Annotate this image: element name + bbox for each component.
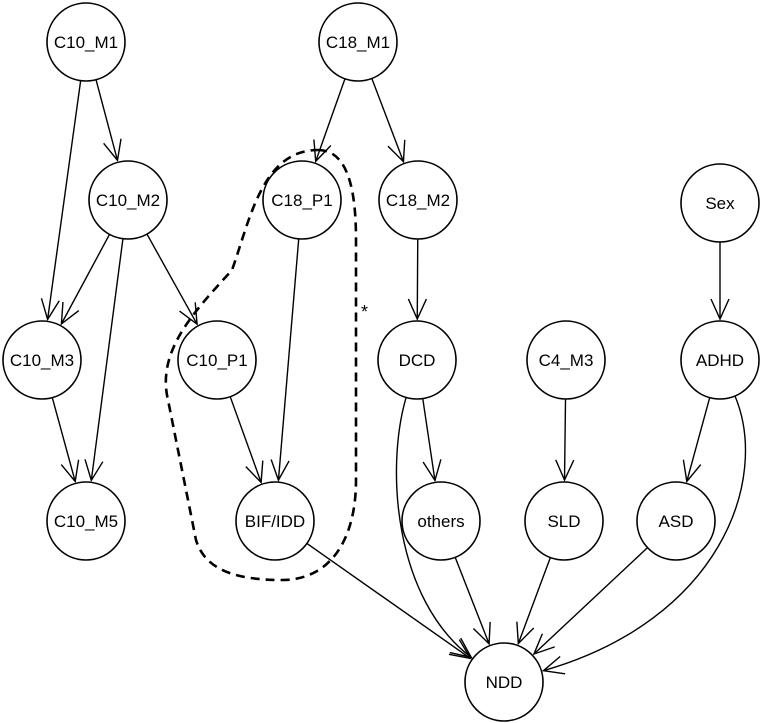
node-c4_m3-label: C4_M3 bbox=[539, 351, 594, 370]
edge-dcd-to-ndd bbox=[395, 397, 473, 659]
node-bif_idd-circle bbox=[235, 481, 315, 561]
node-adhd: ADHD bbox=[680, 320, 760, 400]
edge-c18_p1-to-bif_idd bbox=[270, 238, 300, 482]
node-sex-circle bbox=[680, 163, 760, 243]
node-c4_m3: C4_M3 bbox=[526, 320, 606, 400]
node-sex-label: Sex bbox=[705, 194, 735, 213]
edge-sex-to-adhd bbox=[710, 242, 730, 321]
node-ndd: NDD bbox=[464, 642, 544, 722]
edge-dcd-to-others bbox=[422, 398, 442, 483]
node-c10_p1-label: C10_P1 bbox=[186, 351, 247, 370]
edge-adhd-to-asd bbox=[682, 397, 711, 484]
node-c10_m1: C10_M1 bbox=[46, 2, 126, 82]
dashed-group-outline bbox=[164, 148, 358, 582]
node-c4_m3-circle bbox=[526, 320, 606, 400]
node-c18_p1-circle bbox=[262, 160, 342, 240]
node-asd: ASD bbox=[636, 481, 716, 561]
group-marker: * bbox=[361, 302, 368, 322]
node-c10_m3-circle bbox=[2, 320, 82, 400]
node-others-circle bbox=[401, 481, 481, 561]
node-c10_m1-label: C10_M1 bbox=[54, 33, 118, 52]
edge-bif_idd-to-ndd bbox=[306, 542, 472, 660]
node-c10_m5: C10_M5 bbox=[46, 481, 126, 561]
edge-c10_m3-to-c10_m5 bbox=[51, 397, 80, 484]
node-c18_p1: C18_P1 bbox=[262, 160, 342, 240]
node-asd-circle bbox=[636, 481, 716, 561]
node-c18_m2: C18_M2 bbox=[378, 160, 458, 240]
node-sld: SLD bbox=[524, 481, 604, 561]
edge-c10_m2-to-c10_p1 bbox=[146, 233, 198, 326]
node-c10_m5-circle bbox=[46, 481, 126, 561]
node-c18_p1-label: C18_P1 bbox=[271, 191, 332, 210]
node-sex: Sex bbox=[680, 163, 760, 243]
edge-c4_m3-to-sld bbox=[555, 398, 575, 482]
node-c10_m3-label: C10_M3 bbox=[10, 351, 74, 370]
edge-c10_m2-to-c10_m5 bbox=[84, 238, 124, 483]
node-c18_m1-label: C18_M1 bbox=[326, 33, 390, 52]
node-dcd: DCD bbox=[377, 320, 457, 400]
edge-c10_p1-to-bif_idd bbox=[229, 396, 264, 485]
node-c10_m2-label: C10_M2 bbox=[96, 191, 160, 210]
node-c10_m2-circle bbox=[88, 160, 168, 240]
edge-others-to-ndd bbox=[454, 557, 491, 646]
node-ndd-label: NDD bbox=[486, 673, 523, 692]
node-others: others bbox=[401, 481, 481, 561]
node-c10_m5-label: C10_M5 bbox=[54, 512, 118, 531]
node-c10_p1-circle bbox=[177, 320, 257, 400]
node-sld-label: SLD bbox=[547, 512, 580, 531]
node-others-label: others bbox=[417, 512, 464, 531]
node-sld-circle bbox=[524, 481, 604, 561]
edge-adhd-to-ndd bbox=[541, 395, 747, 675]
node-bif_idd: BIF/IDD bbox=[235, 481, 315, 561]
node-c18_m1-circle bbox=[318, 2, 398, 82]
node-bif_idd-label: BIF/IDD bbox=[245, 512, 305, 531]
node-dcd-circle bbox=[377, 320, 457, 400]
node-c18_m2-circle bbox=[378, 160, 458, 240]
edge-asd-to-ndd bbox=[532, 547, 649, 656]
node-dcd-label: DCD bbox=[399, 351, 436, 370]
edge-sld-to-ndd bbox=[516, 557, 552, 646]
node-asd-label: ASD bbox=[659, 512, 694, 531]
node-ndd-circle bbox=[464, 642, 544, 722]
node-c18_m2-label: C18_M2 bbox=[386, 191, 450, 210]
node-adhd-label: ADHD bbox=[696, 351, 744, 370]
node-c18_m1: C18_M1 bbox=[318, 2, 398, 82]
node-c10_m3: C10_M3 bbox=[2, 320, 82, 400]
edge-c10_m2-to-c10_m3 bbox=[60, 234, 111, 326]
node-adhd-circle bbox=[680, 320, 760, 400]
node-c10_p1: C10_P1 bbox=[177, 320, 257, 400]
node-c10_m1-circle bbox=[46, 2, 126, 82]
edge-c10_m1-to-c10_m2 bbox=[95, 79, 122, 163]
node-c10_m2: C10_M2 bbox=[88, 160, 168, 240]
edge-c18_m1-to-c18_m2 bbox=[371, 78, 406, 164]
edges-layer bbox=[40, 78, 747, 675]
edge-c10_m1-to-c10_m3 bbox=[40, 80, 82, 322]
edge-c18_m2-to-dcd bbox=[407, 238, 428, 321]
